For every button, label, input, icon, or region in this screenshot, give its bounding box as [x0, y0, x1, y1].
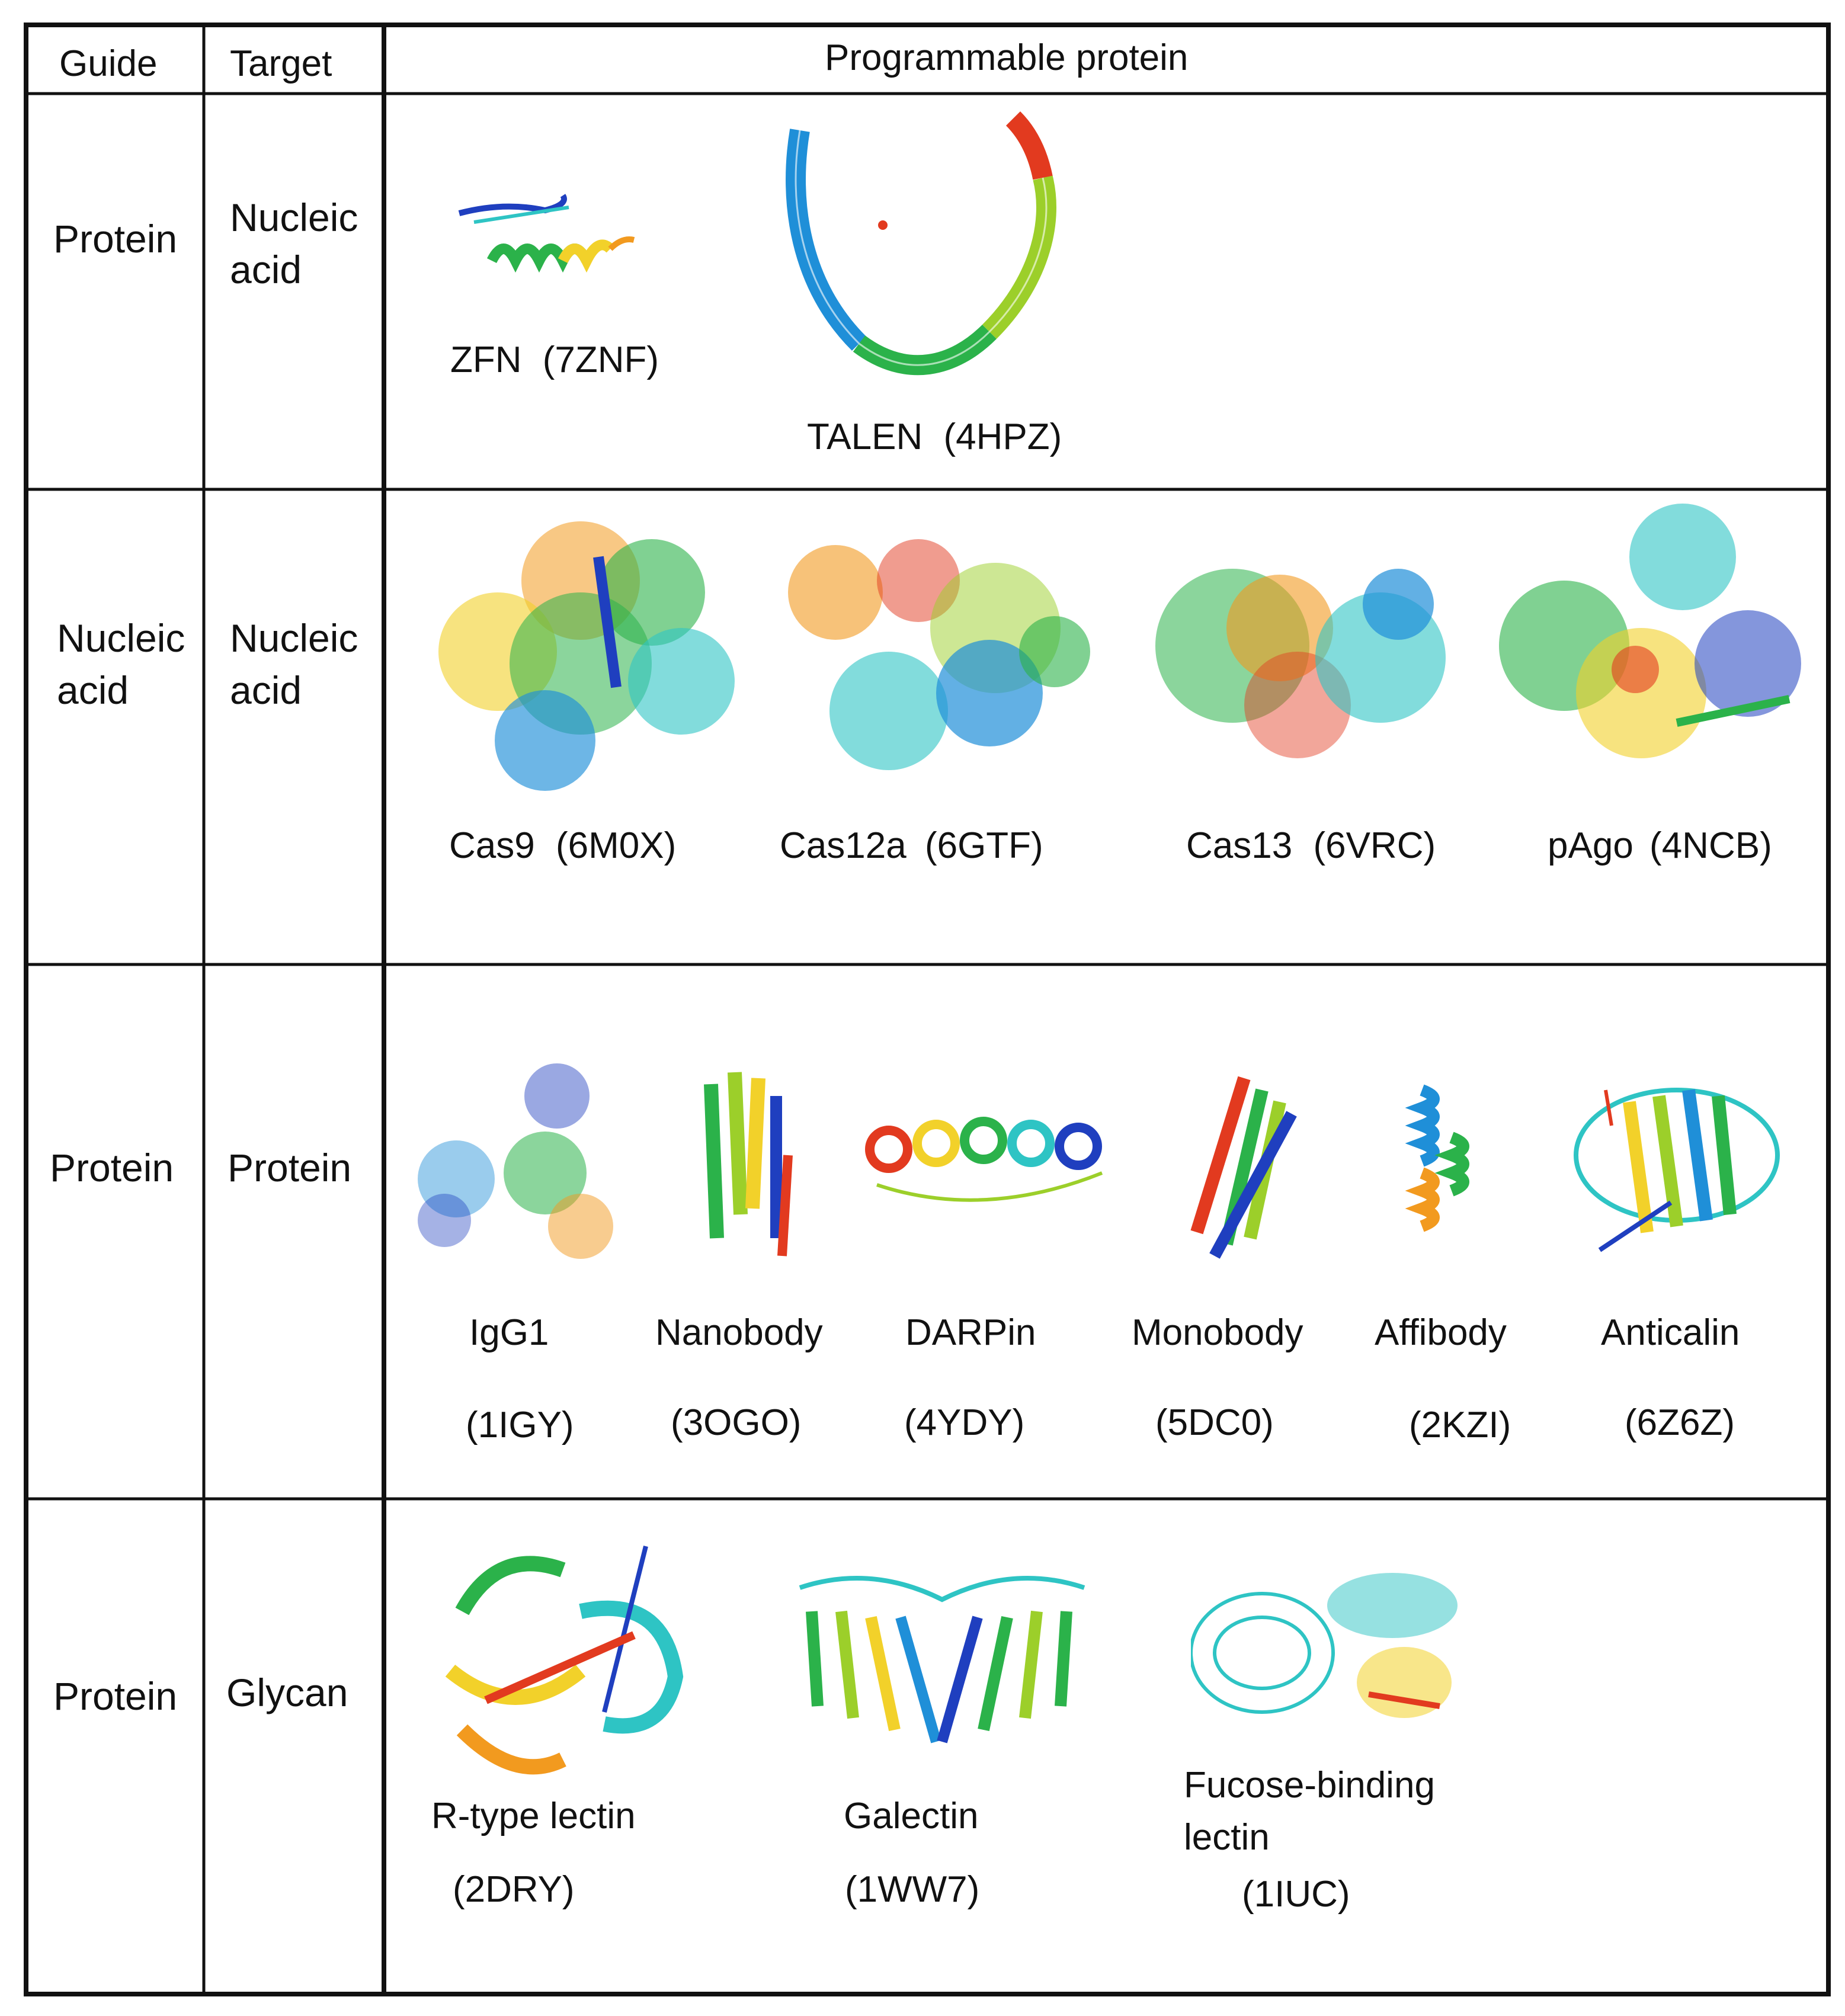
row2-target-line1: Nucleic	[230, 616, 358, 660]
talen-pdb: (4HPZ)	[943, 416, 1062, 457]
row1-target-line1: Nucleic	[230, 195, 358, 239]
cas9-structure-image	[438, 521, 735, 791]
pago-name: pAgo	[1548, 825, 1633, 866]
darpin-pdb: (4YDY)	[904, 1402, 1025, 1443]
cas13-label: Cas13 (6VRC)	[1186, 825, 1436, 867]
zfn-name: ZFN	[450, 339, 522, 380]
darpin-name: DARPin	[905, 1312, 1036, 1353]
cas12a-structure-image	[788, 539, 1090, 770]
r-type-lectin-pdb: (2DRY)	[453, 1869, 575, 1910]
pago-structure-image	[1499, 504, 1801, 758]
affibody-structure-image	[1405, 1084, 1469, 1232]
row4-guide: Protein	[53, 1674, 178, 1718]
monobody-pdb: (5DC0)	[1155, 1402, 1274, 1443]
monobody-name: Monobody	[1132, 1312, 1303, 1353]
zfn-label: ZFN (7ZNF)	[450, 339, 659, 381]
fucose-binding-lectin-name-line1: Fucose-binding	[1184, 1765, 1435, 1806]
row4-target: Glycan	[226, 1671, 348, 1714]
affibody-name: Affibody	[1375, 1312, 1507, 1353]
r-type-lectin-name: R-type lectin	[431, 1796, 636, 1836]
fucose-binding-lectin-pdb: (1IUC)	[1242, 1874, 1350, 1915]
row2-guide-line2: acid	[57, 668, 129, 712]
cas12a-pdb: (6GTF)	[924, 825, 1043, 866]
talen-label: TALEN (4HPZ)	[807, 416, 1062, 458]
talen-structure-image	[786, 111, 1056, 376]
cas13-structure-image	[1155, 569, 1446, 758]
nanobody-pdb: (3OGO)	[671, 1402, 802, 1443]
galectin-structure-image	[799, 1576, 1085, 1743]
row2-target-line2: acid	[230, 668, 302, 712]
row1-target-line2: acid	[230, 248, 302, 291]
cas9-pdb: (6M0X)	[555, 825, 677, 866]
cas13-name: Cas13	[1186, 825, 1293, 866]
header-target: Target	[230, 43, 332, 84]
row1-guide: Protein	[53, 217, 178, 261]
nanobody-name: Nanobody	[655, 1312, 823, 1353]
monobody-structure-image	[1190, 1076, 1297, 1259]
cas12a-name: Cas12a	[780, 825, 907, 866]
fucose-binding-lectin-name-line2: lectin	[1184, 1817, 1270, 1858]
pago-pdb: (4NCB)	[1649, 825, 1772, 866]
talen-name: TALEN	[807, 416, 923, 457]
darpin-structure-image	[865, 1117, 1103, 1202]
cas9-label: Cas9 (6M0X)	[449, 825, 676, 867]
row3-guide: Protein	[50, 1146, 174, 1190]
igg1-structure-image	[418, 1063, 613, 1259]
igg1-pdb: (1IGY)	[466, 1405, 574, 1446]
header-guide: Guide	[59, 43, 158, 84]
anticalin-name: Anticalin	[1601, 1312, 1740, 1353]
zfn-structure-image	[458, 194, 635, 273]
fucose-binding-lectin-structure-image	[1191, 1573, 1458, 1718]
cas9-name: Cas9	[449, 825, 535, 866]
nanobody-structure-image	[704, 1072, 793, 1257]
anticalin-structure-image	[1574, 1088, 1780, 1252]
affibody-pdb: (2KZI)	[1409, 1405, 1511, 1446]
row2-guide-line1: Nucleic	[57, 616, 185, 660]
anticalin-pdb: (6Z6Z)	[1625, 1402, 1735, 1443]
header-programmable-protein: Programmable protein	[825, 37, 1189, 78]
pago-label: pAgo (4NCB)	[1548, 825, 1772, 867]
zfn-pdb: (7ZNF)	[542, 339, 659, 380]
igg1-name: IgG1	[469, 1312, 549, 1353]
r-type-lectin-structure-image	[445, 1546, 684, 1775]
cas12a-label: Cas12a (6GTF)	[780, 825, 1043, 867]
galectin-name: Galectin	[844, 1796, 979, 1836]
row3-target: Protein	[228, 1146, 352, 1190]
cas13-pdb: (6VRC)	[1313, 825, 1436, 866]
galectin-pdb: (1WW7)	[845, 1869, 980, 1910]
